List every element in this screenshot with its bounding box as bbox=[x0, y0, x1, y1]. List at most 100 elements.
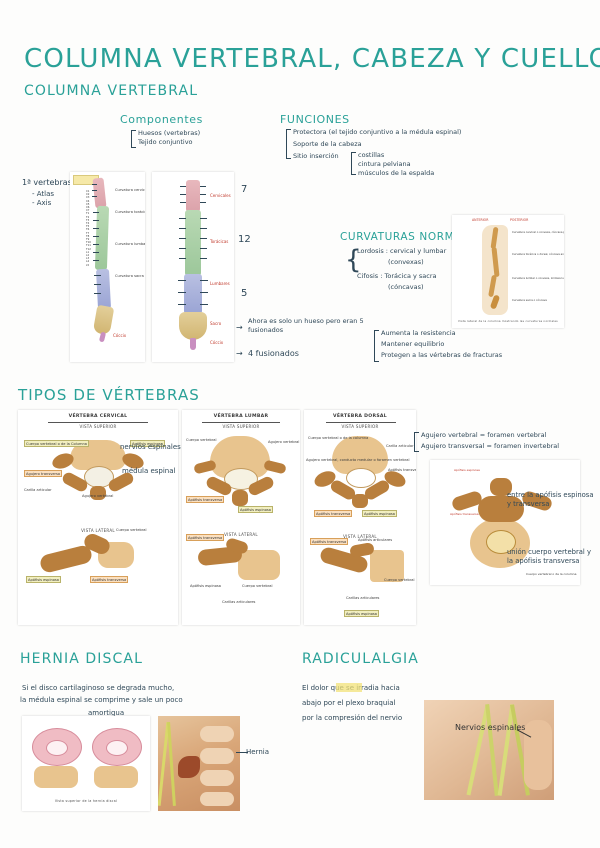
lumbar-lateral-label-espinosa: Apófisis espinosa bbox=[190, 584, 222, 588]
spine-lateral-label-2: Curvatura lumbar o convexa, lordosis lum… bbox=[115, 242, 145, 246]
spine-lateral-coccix bbox=[98, 331, 107, 343]
curvaturas-heading: CURVATURAS NORMALES bbox=[340, 231, 483, 243]
section-heading-tipos: TIPOS DE VÉRTEBRAS bbox=[18, 386, 200, 404]
funciones-item-2: Sitio inserción bbox=[293, 152, 339, 160]
dorsal-lateral-label-espinosa: Apófisis espinosa bbox=[344, 610, 380, 617]
lumbar-label-cuerpo: Cuerpo vertebral bbox=[186, 438, 217, 442]
annotation-foramen-vertebral: Agujero vertebral = foramen vertebral bbox=[421, 431, 547, 439]
spine-anterior-cervical bbox=[186, 180, 200, 212]
spine-lateral-sacro bbox=[92, 304, 115, 336]
sitio-insercion-item-1: cintura pelviana bbox=[358, 160, 411, 168]
figure-hernia-discs: Vista superior de la hernia discal bbox=[22, 716, 150, 811]
section-heading-columna: COLUMNA VERTEBRAL bbox=[24, 83, 199, 99]
section-heading-radiculalgia: RADICULALGIA bbox=[302, 651, 419, 667]
spine-anterior-sacro bbox=[179, 312, 207, 340]
hernia-leader-line bbox=[236, 752, 248, 753]
count-toracicas: 12 bbox=[238, 234, 251, 245]
page-title: COLUMNA VERTEBRAL, CABEZA Y CUELLO bbox=[24, 44, 600, 74]
lumbar-lateral-labels: Cuerpo vertebral bbox=[242, 584, 273, 588]
figure-lumbar-vista-superior: VISTA SUPERIOR bbox=[222, 424, 260, 429]
lumbar-transverse-right bbox=[263, 459, 287, 475]
curvaturas-beneficio-1: Mantener equilibrio bbox=[381, 340, 445, 348]
curvaturas-beneficio-2: Protegen a las vértebras de fracturas bbox=[381, 351, 503, 359]
primeras-vertebras-item-0: - Atlas bbox=[32, 190, 55, 198]
annotation-union-cuerpo: unión cuerpo vertebral y la apófisis tra… bbox=[507, 548, 591, 565]
count-lumbares: 5 bbox=[241, 288, 248, 299]
vertebra3d-label-top: Apófisis espinosa bbox=[454, 468, 480, 472]
lumbar-label-transversa: Apófisis transversa bbox=[186, 496, 225, 503]
hernia-text-1: la médula espinal se comprime y sale un … bbox=[20, 696, 183, 704]
hernia-vertebra-left bbox=[34, 766, 78, 788]
primeras-vertebras-item-1: - Axis bbox=[32, 199, 52, 207]
funciones-heading: FUNCIONES bbox=[280, 113, 350, 126]
annotation-nervios-espinales: nervios espinales o raquídeos bbox=[120, 443, 225, 451]
figure-curvaturas-anterior: ANTERIOR bbox=[472, 218, 489, 222]
componentes-item-0: Huesos (vertebras) bbox=[138, 129, 201, 137]
curvaturas-brace: { bbox=[345, 245, 362, 275]
figure-curvaturas-label-3: Curvatura sacra o cóncava bbox=[512, 299, 547, 302]
vertebra3d-arch bbox=[478, 496, 524, 522]
sitio-insercion-bracket bbox=[351, 152, 356, 175]
spine-lateral-cervical bbox=[92, 177, 107, 209]
lumbar-spinous-process bbox=[232, 490, 248, 506]
figure-dorsal-vista-superior: VISTA SUPERIOR bbox=[341, 424, 379, 429]
count-sacro-note: Ahora es solo un hueso pero eran 5 fusio… bbox=[248, 317, 364, 334]
cervical-spinous-process bbox=[90, 486, 106, 500]
figure-dorsal-title: VÉRTEBRA DORSAL bbox=[332, 414, 388, 419]
lumbar-lateral-body bbox=[238, 550, 280, 580]
funciones-bracket bbox=[286, 129, 291, 159]
foramen-bracket bbox=[414, 432, 419, 452]
hernia-amortigua: amortigua bbox=[88, 709, 125, 717]
cervical-lateral-label-transversa: Apófisis transversa bbox=[90, 576, 129, 583]
sitio-insercion-item-2: músculos de la espalda bbox=[358, 169, 435, 177]
section-heading-hernia: HERNIA DISCAL bbox=[20, 651, 143, 667]
cervical-lateral-label-espinosa: Apófisis espinosa bbox=[26, 576, 62, 583]
spine-anterior-lumbar bbox=[184, 274, 202, 314]
figure-lumbar-title: VÉRTEBRA LUMBAR bbox=[213, 414, 269, 419]
spine-anterior-coccix bbox=[190, 338, 196, 350]
radiculalgia-nervios-label: Nervios espinales bbox=[455, 723, 526, 732]
curvaturas-beneficio-0: Aumenta la resistencia bbox=[381, 329, 456, 337]
spine-anterior-lumbar-label: Lumbares bbox=[210, 281, 230, 286]
dorsal-label-agujero: Agujero vertebral, conducto medular o fo… bbox=[306, 458, 410, 462]
figure-hernia-photo bbox=[158, 716, 240, 811]
spine-anterior-toracica bbox=[185, 210, 201, 276]
cervical-label-agujero-transverso: Agujero transverso bbox=[24, 470, 63, 477]
annotation-foramen-invertebral: Agujero transversal = foramen invertebra… bbox=[421, 442, 560, 450]
spine-lateral-label-3: Curvatura sacra o cóncava bbox=[115, 274, 145, 278]
curvaturas-item-3: (cóncavas) bbox=[388, 283, 424, 291]
componentes-item-1: Tejido conjuntivo bbox=[138, 138, 193, 146]
figure-radiculalgia-photo bbox=[424, 700, 554, 800]
figure-curvaturas-label-1: Curvatura torácica o dorsal, cóncava ant… bbox=[512, 253, 564, 256]
arrow-coccix: → bbox=[236, 349, 243, 358]
dorsal-lateral-label-transversa: Apófisis transversa bbox=[310, 538, 349, 545]
radiculalgia-text-2: por la compresión del nervio bbox=[302, 714, 403, 722]
figure-lumbar-vista-lateral: VISTA LATERAL bbox=[224, 532, 258, 537]
lumbar-lateral-label-carillas: Carillas articulares bbox=[222, 600, 256, 604]
dorsal-vertebral-foramen bbox=[346, 468, 376, 488]
spine-lateral-label-0: Curvatura cervical o convexa, cóncava po… bbox=[115, 188, 145, 192]
funciones-item-0: Protectora (el tejido conjuntivo a la mé… bbox=[293, 128, 462, 136]
figure-curvaturas: ANTERIOR POSTERIOR Curvatura cervical o … bbox=[452, 215, 564, 328]
spine-lateral-coccix-label: Cóccix bbox=[113, 333, 127, 338]
figure-spine-anterior: Cervicales Torácicas Lumbares Sacro Cócc… bbox=[152, 172, 234, 362]
dorsal-spinous-process bbox=[352, 494, 368, 508]
lumbar-label-agujero: Agujero vertebral bbox=[268, 440, 300, 444]
hernia-disc-normal-nucleus bbox=[46, 740, 68, 756]
arrow-sacro: → bbox=[236, 323, 243, 332]
figure-cervical-vista-lateral: VISTA LATERAL bbox=[81, 528, 115, 533]
figure-spine-lateral: Curvatura cervical o convexa, cóncava po… bbox=[70, 172, 145, 362]
count-cervicales: 7 bbox=[241, 184, 248, 195]
cervical-lateral-label-cuerpo: Cuerpo vertebral bbox=[116, 528, 147, 532]
cervical-label-cuerpo: Cuerpo vertebral o de la Columna bbox=[24, 440, 89, 447]
spine-anterior-sacro-label: Sacro bbox=[210, 321, 222, 326]
figure-vertebra-cervical: VÉRTEBRA CERVICAL VISTA SUPERIOR Cuerpo … bbox=[18, 410, 178, 625]
cervical-lateral-spinous bbox=[38, 543, 94, 575]
dorsal-body bbox=[332, 436, 388, 474]
funciones-item-1: Soporte de la cabeza bbox=[293, 140, 362, 148]
curvaturas-benefits-bracket bbox=[374, 330, 379, 362]
figure-vertebra-lumbar: VÉRTEBRA LUMBAR VISTA SUPERIOR Cuerpo ve… bbox=[182, 410, 300, 625]
spine-lateral-label-1: Curvatura torácica o dorsal, cóncava ant… bbox=[115, 210, 145, 214]
